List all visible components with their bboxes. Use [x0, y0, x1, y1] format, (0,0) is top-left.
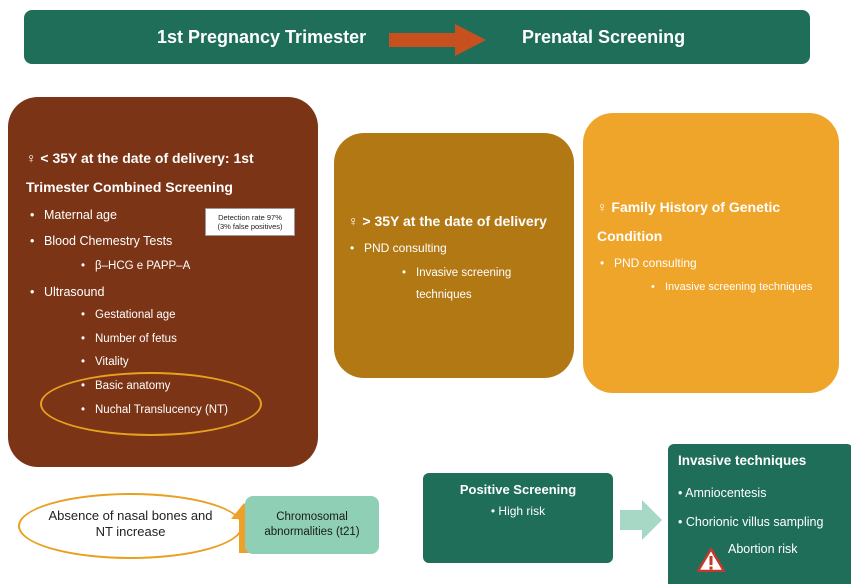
chromo-line2: abnormalities (t21)	[264, 526, 360, 538]
invasive-item-text: Chorionic villus sampling	[685, 515, 824, 529]
box3-title-line1: ♀ Family History of Genetic	[597, 199, 781, 215]
box1-item: Blood Chemestry Tests	[30, 234, 172, 248]
box1-item: Gestational age	[81, 309, 175, 321]
chromosomal-box: Chromosomal abnormalities (t21)	[245, 496, 379, 554]
positive-screening-box: Positive Screening • High risk	[423, 473, 613, 563]
box1-item: β–HCG e PAPP–A	[81, 260, 190, 272]
box3-title-line2: Condition	[597, 228, 663, 244]
box3-item: Invasive screening techniques	[651, 281, 812, 293]
box1-title-line2: Trimester Combined Screening	[26, 179, 233, 195]
invasive-techniques-box	[668, 444, 851, 584]
invasive-item-text: Amniocentesis	[685, 486, 767, 500]
box2-item: PND consulting	[350, 241, 447, 255]
note-line2: (3% false positives)	[217, 222, 283, 231]
header-left-label: 1st Pregnancy Trimester	[157, 27, 367, 47]
positive-title: Positive Screening	[459, 482, 577, 497]
positive-item: • High risk	[490, 504, 546, 518]
box-over-35	[334, 133, 574, 378]
header-right-label: Prenatal Screening	[522, 27, 686, 47]
invasive-item: • Chorionic villus sampling	[678, 515, 824, 529]
header-arrow-icon	[389, 24, 486, 56]
nasal-line1: Absence of nasal bones and	[48, 508, 213, 523]
highlight-ellipse	[40, 372, 262, 436]
box-family-history	[583, 113, 839, 393]
box1-title-line1: ♀ < 35Y at the date of delivery: 1st	[26, 150, 254, 166]
nasal-bones-ellipse	[18, 493, 243, 559]
nasal-line2: NT increase	[95, 524, 166, 539]
box1-item: Number of fetus	[81, 333, 177, 345]
box2-title: ♀ > 35Y at the date of delivery	[348, 213, 547, 229]
header-banner: 1st Pregnancy Trimester Prenatal Screeni…	[24, 10, 810, 64]
chromo-line1: Chromosomal	[276, 511, 348, 523]
warning-icon	[697, 548, 725, 572]
box1-item: Ultrasound	[30, 285, 105, 299]
detection-rate-note: Detection rate 97% (3% false positives)	[205, 208, 295, 236]
invasive-title: Invasive techniques	[678, 453, 807, 468]
invasive-item: • Amniocentesis	[678, 486, 767, 500]
positive-item-text: High risk	[498, 504, 546, 518]
right-arrow-icon	[620, 500, 662, 540]
note-line1: Detection rate 97%	[218, 213, 282, 222]
box2-item: Invasive screening	[402, 267, 511, 279]
box1-item: Vitality	[81, 356, 129, 368]
box3-item: PND consulting	[600, 256, 697, 270]
box2-item-cont: techniques	[416, 289, 472, 301]
nasal-bones-text: Absence of nasal bones and NT increase	[18, 508, 243, 540]
box1-item: Maternal age	[30, 208, 117, 222]
abortion-risk-label: Abortion risk	[728, 542, 798, 556]
